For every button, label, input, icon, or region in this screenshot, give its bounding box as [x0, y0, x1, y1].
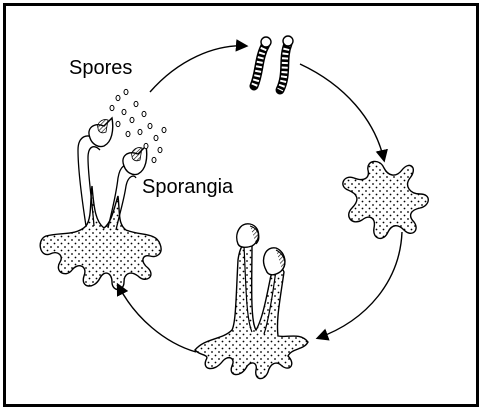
immature-sporangia-illustration: [195, 224, 308, 379]
cycle-arrow-right-lower: [318, 232, 402, 338]
chromosomes-illustration: [254, 36, 293, 90]
cycle-arrow-right-upper: [300, 64, 384, 160]
cycle-arrow-top: [150, 46, 246, 92]
sporangia-label: Sporangia: [142, 177, 233, 197]
amoeboid-cell-illustration: [343, 161, 428, 238]
cycle-arrow-left-lower: [118, 285, 196, 352]
spores-label: Spores: [69, 58, 132, 78]
mature-sporangia-illustration: [40, 118, 161, 290]
